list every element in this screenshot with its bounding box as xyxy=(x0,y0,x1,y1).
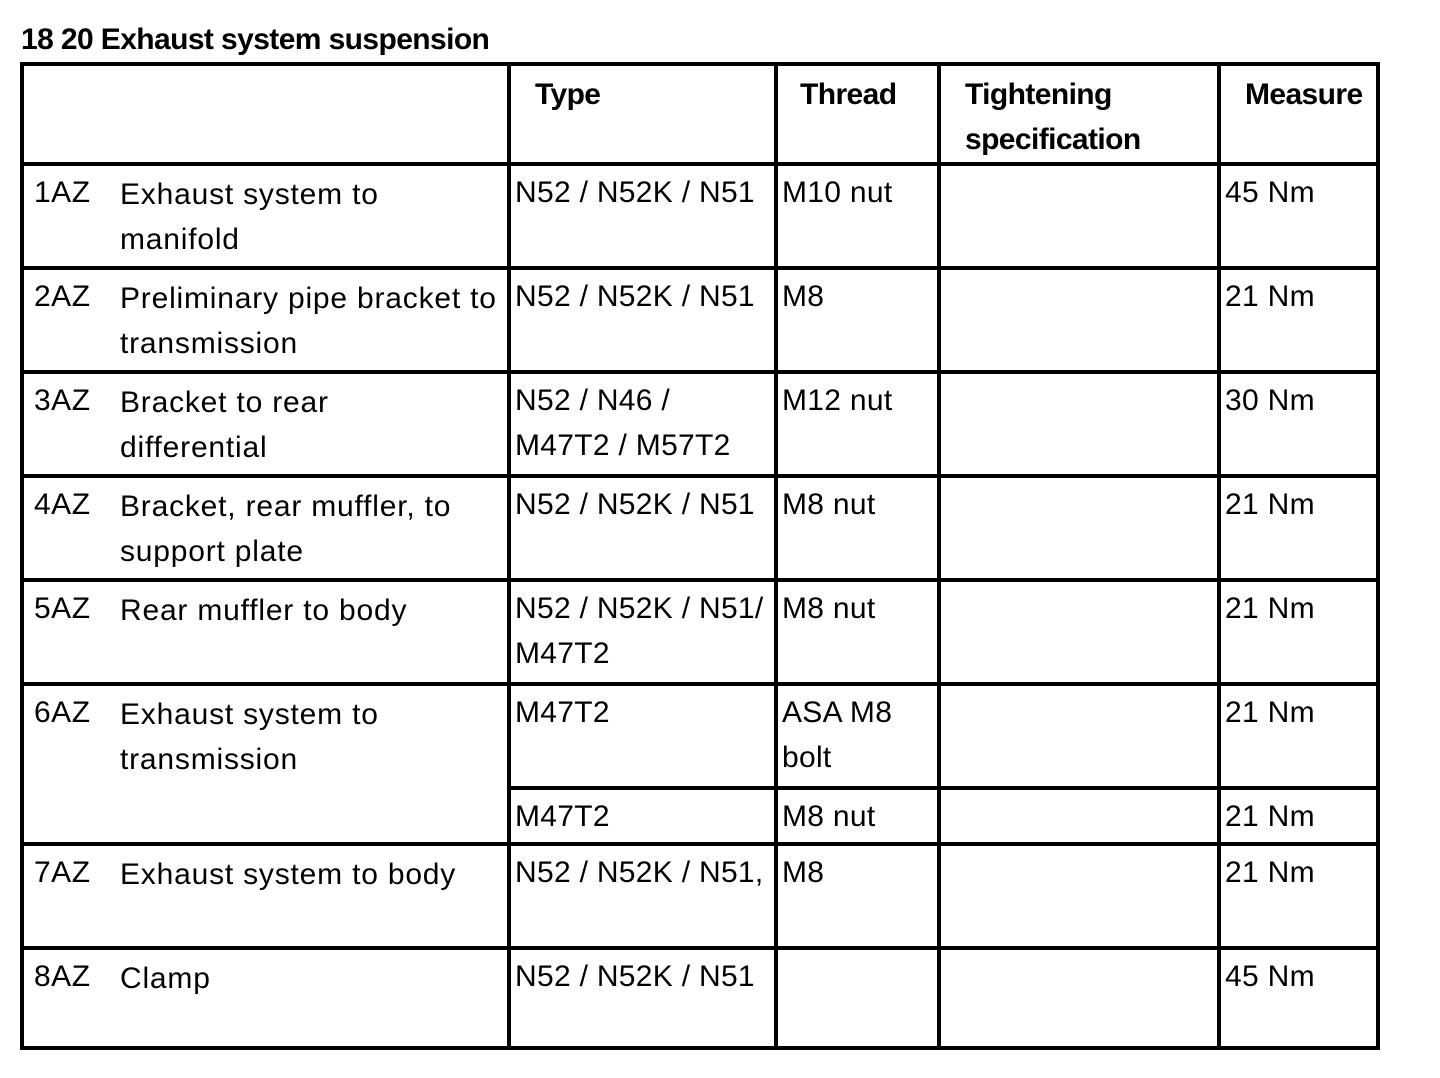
tightening-cell xyxy=(937,162,1221,270)
table-row: 6AZ Exhaust system to transmission M47T2 … xyxy=(20,682,1380,846)
tightening-cell xyxy=(937,578,1221,686)
item-description: Exhaust system to manifold xyxy=(120,178,379,256)
item-cell: 1AZ Exhaust system to manifold xyxy=(20,162,511,270)
type-cell: N52 / N52K / N51 xyxy=(507,266,778,374)
type-cell: N52 / N46 / M47T2 / M57T2 xyxy=(507,370,778,478)
item-description: Exhaust system to body xyxy=(120,858,457,891)
item-description: Preliminary pipe bracket to transmission xyxy=(120,282,497,360)
thread-cell: M10 nut xyxy=(774,162,941,270)
tightening-cell xyxy=(937,266,1221,374)
item-code: 6AZ xyxy=(34,696,91,729)
type-cell: N52 / N52K / N51 xyxy=(507,162,778,270)
item-cell: 4AZ Bracket, rear muffler, to support pla… xyxy=(20,474,511,582)
header-tightening-label: Tightening specification xyxy=(965,78,1141,156)
item-description: Bracket to rear differential xyxy=(120,386,329,464)
thread-cell: M8 nut xyxy=(774,578,941,686)
measure-cell: 45 Nm xyxy=(1217,162,1380,270)
item-cell: 7AZ Exhaust system to body xyxy=(20,842,511,950)
table-row: 7AZ Exhaust system to body N52 / N52K / N… xyxy=(20,842,1380,950)
item-description: Clamp xyxy=(120,962,211,995)
specification-table: Type Thread Tightening specification Mea… xyxy=(20,62,1380,1050)
table-row: 5AZ Rear muffler to body N52 / N52K / N51… xyxy=(20,578,1380,686)
thread-cell: M8 xyxy=(774,266,941,374)
item-code: 1AZ xyxy=(34,176,91,209)
thread-cell: M8 nut xyxy=(774,786,941,846)
header-measure: Measure xyxy=(1217,62,1380,166)
table-row: 2AZ Preliminary pipe bracket to transmiss… xyxy=(20,266,1380,374)
tightening-cell xyxy=(937,842,1221,950)
item-cell: 8AZ Clamp xyxy=(20,946,511,1050)
item-cell: 5AZ Rear muffler to body xyxy=(20,578,511,686)
tightening-cell xyxy=(937,474,1221,582)
measure-cell: 45 Nm xyxy=(1217,946,1380,1050)
type-cell: N52 / N52K / N51/ M47T2 xyxy=(507,578,778,686)
item-code: 5AZ xyxy=(34,592,91,625)
type-cell: M47T2 xyxy=(507,786,778,846)
measure-cell: 21 Nm xyxy=(1217,266,1380,374)
thread-cell xyxy=(774,946,941,1050)
measure-cell: 21 Nm xyxy=(1217,786,1380,846)
header-tightening: Tightening specification xyxy=(937,62,1221,166)
table-row: 4AZ Bracket, rear muffler, to support pla… xyxy=(20,474,1380,582)
tightening-cell xyxy=(937,946,1221,1050)
table-row: 1AZ Exhaust system to manifold N52 / N52K… xyxy=(20,162,1380,270)
thread-cell: M12 nut xyxy=(774,370,941,478)
type-cell: N52 / N52K / N51, xyxy=(507,842,778,950)
item-code: 8AZ xyxy=(34,960,91,993)
type-cell: N52 / N52K / N51 xyxy=(507,946,778,1050)
tightening-cell xyxy=(937,786,1221,846)
type-cell: N52 / N52K / N51 xyxy=(507,474,778,582)
measure-cell: 21 Nm xyxy=(1217,474,1380,582)
item-code: 7AZ xyxy=(34,856,91,889)
measure-cell: 21 Nm xyxy=(1217,842,1380,950)
item-cell: 6AZ Exhaust system to transmission xyxy=(20,682,511,846)
item-code: 3AZ xyxy=(34,384,91,417)
table-header-row: Type Thread Tightening specification Mea… xyxy=(20,62,1380,166)
item-description: Exhaust system to transmission xyxy=(120,698,379,776)
measure-cell: 21 Nm xyxy=(1217,682,1380,790)
header-type: Type xyxy=(507,62,778,166)
item-code: 4AZ xyxy=(34,488,91,521)
measure-cell: 30 Nm xyxy=(1217,370,1380,478)
item-description: Bracket, rear muffler, to support plate xyxy=(120,490,452,568)
tightening-cell xyxy=(937,370,1221,478)
item-code: 2AZ xyxy=(34,280,91,313)
header-item xyxy=(20,62,511,166)
document-title: 18 20 Exhaust system suspension xyxy=(21,23,490,56)
item-description: Rear muffler to body xyxy=(120,594,408,627)
item-cell: 2AZ Preliminary pipe bracket to transmiss… xyxy=(20,266,511,374)
table-sub-row: M47T2 M8 nut 21 Nm xyxy=(22,786,1380,846)
item-cell: 3AZ Bracket to rear differential xyxy=(20,370,511,478)
thread-cell: M8 nut xyxy=(774,474,941,582)
table-row: 3AZ Bracket to rear differential N52 / N4… xyxy=(20,370,1380,478)
thread-cell: M8 xyxy=(774,842,941,950)
tightening-cell xyxy=(937,682,1221,790)
type-cell: M47T2 xyxy=(507,682,778,790)
measure-cell: 21 Nm xyxy=(1217,578,1380,686)
header-thread: Thread xyxy=(774,62,941,166)
table-row: 8AZ Clamp N52 / N52K / N51 45 Nm xyxy=(20,946,1380,1050)
thread-cell: ASA M8 bolt xyxy=(774,682,941,790)
